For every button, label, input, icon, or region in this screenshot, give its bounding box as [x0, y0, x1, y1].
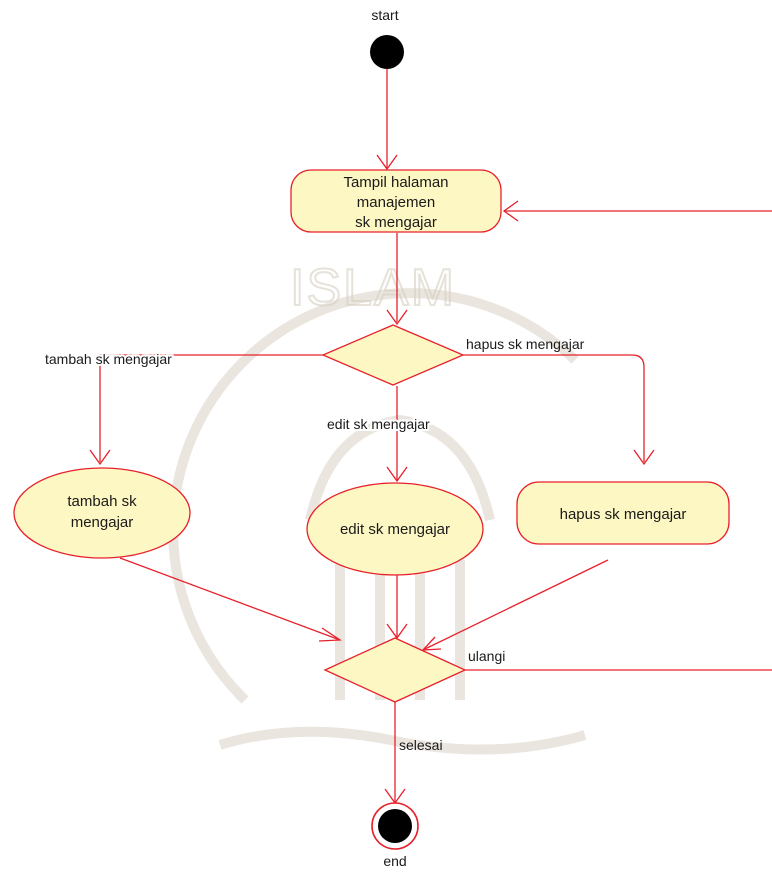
action-tampil-halaman[interactable]: Tampil halaman manajemen sk mengajar: [290, 169, 502, 233]
edge-label-tambah: tambah sk mengajar: [45, 351, 172, 367]
hapus-text: hapus sk mengajar: [560, 506, 687, 523]
action-hapus-sk[interactable]: hapus sk mengajar: [516, 481, 730, 545]
initial-node[interactable]: [370, 35, 404, 69]
watermark-logo: ISLAM: [168, 258, 587, 755]
arrowhead: [318, 627, 343, 642]
edge-label-edit: edit sk mengajar: [327, 416, 430, 432]
tampil-line-1: Tampil halaman: [343, 174, 448, 191]
decision-node-menu[interactable]: [321, 324, 465, 386]
edge-label-hapus: hapus sk mengajar: [466, 336, 585, 352]
tampil-line-2: manajemen: [357, 194, 435, 211]
final-node[interactable]: [371, 802, 419, 850]
edit-text: edit sk mengajar: [340, 521, 450, 538]
arrowhead: [89, 449, 111, 466]
action-tambah-sk[interactable]: tambah sk mengajar: [13, 467, 191, 559]
decision-node-repeat[interactable]: [323, 637, 467, 703]
edge-hapus: [463, 354, 645, 462]
edge-label-selesai: selesai: [399, 737, 443, 753]
tambah-line-1: tambah sk: [67, 493, 137, 510]
tampil-line-3: sk mengajar: [355, 214, 437, 231]
edge-tambah-merge: [119, 557, 341, 641]
end-label: end: [383, 853, 406, 869]
start-label: start: [371, 7, 398, 23]
tambah-line-2: mengajar: [71, 514, 134, 531]
action-edit-sk[interactable]: edit sk mengajar: [306, 482, 484, 576]
edge-label-ulangi: ulangi: [468, 648, 505, 664]
arrowhead: [421, 636, 442, 651]
edge-hapus-merge: [422, 559, 609, 651]
arrowhead: [386, 309, 408, 326]
watermark-text: ISLAM: [290, 259, 456, 317]
arrowhead: [502, 200, 519, 222]
arrowhead: [633, 449, 655, 466]
arrowhead: [386, 466, 408, 483]
edge-tambah: [99, 354, 323, 462]
arrowhead: [386, 623, 408, 640]
arrowhead: [376, 154, 398, 171]
